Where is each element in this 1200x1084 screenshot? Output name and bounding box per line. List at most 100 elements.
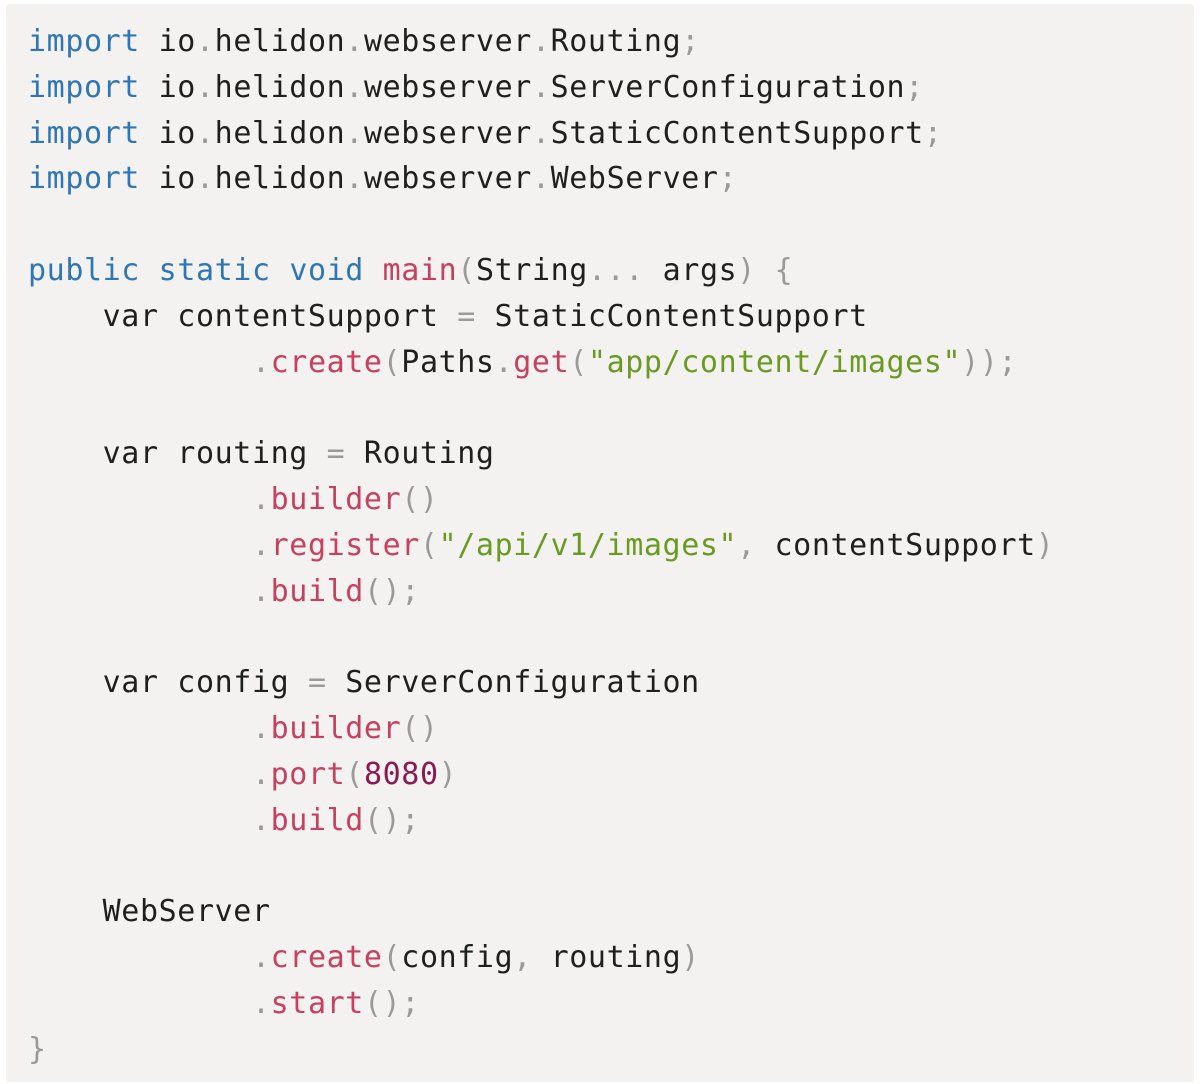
code-token: (	[569, 344, 588, 380]
code-token: ,	[513, 939, 532, 975]
code-token: webserver	[363, 24, 532, 59]
code-token: (	[419, 527, 439, 563]
code-line: ​	[28, 385, 1054, 431]
code-token: webserver	[363, 115, 532, 151]
code-token: .	[195, 115, 215, 151]
code-token: .	[251, 756, 271, 792]
code-token: ;	[923, 115, 943, 151]
code-line: .build();	[28, 569, 1054, 615]
code-line: .port(8080)	[28, 752, 1054, 798]
code-token: .	[251, 802, 271, 838]
code-token: import	[28, 69, 140, 105]
code-token: 8080	[363, 756, 439, 792]
code-line: import io.helidon.webserver.Routing;	[28, 19, 1054, 65]
code-token: }	[28, 1031, 47, 1067]
code-token: config	[401, 939, 514, 975]
code-token: .	[251, 481, 271, 517]
code-line: }	[28, 1027, 1054, 1073]
code-token: helidon	[214, 161, 346, 197]
code-token: ();	[363, 573, 420, 609]
code-token: ));	[961, 344, 1018, 380]
code-line: public static void main(String... args) …	[28, 248, 1054, 294]
code-token: ;	[718, 161, 738, 197]
code-token: (	[345, 756, 364, 792]
code-token: .	[251, 344, 271, 380]
code-token: build	[270, 802, 364, 838]
code-token: import	[28, 24, 140, 59]
code-token: .	[251, 573, 271, 609]
code-token: .	[195, 24, 215, 59]
code-token: .	[345, 161, 364, 197]
code-token: ()	[401, 481, 439, 517]
code-token: ;	[905, 69, 924, 105]
code-token: )	[681, 939, 700, 975]
code-token: WebServer	[550, 161, 719, 197]
code-token: "/api/v1/images"	[438, 527, 738, 563]
code-token: port	[270, 756, 346, 792]
code-token: contentSupport	[755, 527, 1036, 563]
code-token: (	[382, 344, 402, 380]
code-snippet-panel: import io.helidon.webserver.Routing;impo…	[6, 4, 1194, 1082]
code-token: Routing	[345, 436, 495, 472]
code-token	[271, 253, 290, 288]
code-token: (	[382, 939, 402, 975]
code-line: .register("/api/v1/images", contentSuppo…	[28, 523, 1054, 569]
code-token: .	[195, 161, 215, 197]
code-token: start	[270, 985, 364, 1021]
code-token: io	[139, 115, 196, 151]
code-token: .	[251, 939, 271, 975]
code-token: ();	[363, 802, 420, 838]
code-token: {	[774, 252, 794, 288]
code-token: webserver	[363, 161, 532, 197]
code-token: import	[28, 115, 140, 151]
code-line: .create(Paths.get("app/content/images"))…	[28, 340, 1054, 386]
code-token: )	[737, 252, 756, 288]
code-line: .builder()	[28, 477, 1054, 523]
code-token: helidon	[214, 115, 346, 151]
code-token: helidon	[214, 69, 346, 105]
code-token: static	[158, 252, 271, 288]
code-token: helidon	[214, 24, 346, 59]
code-line: var contentSupport = StaticContentSuppor…	[28, 294, 1054, 340]
code-token: ()	[401, 710, 439, 746]
code-token: webserver	[363, 69, 532, 105]
code-line: ​	[28, 202, 1054, 248]
code-block: import io.helidon.webserver.Routing;impo…	[28, 19, 1054, 1072]
code-token: ();	[363, 985, 420, 1021]
code-line: import io.helidon.webserver.WebServer;	[28, 156, 1054, 202]
code-token: main	[382, 252, 458, 288]
code-token: .	[251, 985, 271, 1021]
code-token	[28, 757, 252, 792]
code-token: ServerConfiguration	[550, 69, 906, 105]
code-token: (	[457, 252, 476, 288]
code-token: .	[195, 69, 215, 105]
code-token: var contentSupport	[28, 298, 458, 334]
code-token: public	[28, 252, 140, 288]
code-token: register	[270, 527, 420, 563]
code-token: .	[494, 344, 514, 380]
code-token: var routing	[28, 436, 327, 472]
code-token	[28, 711, 252, 746]
code-token: ,	[737, 527, 756, 563]
code-token: io	[139, 161, 196, 197]
code-token: .	[531, 24, 551, 59]
code-token	[28, 574, 252, 609]
code-token: .	[345, 69, 364, 105]
code-token: String	[475, 252, 588, 288]
code-token	[28, 345, 252, 380]
code-token: .	[531, 69, 551, 105]
code-token: ...	[587, 252, 644, 288]
code-token	[364, 253, 383, 288]
code-token: "app/content/images"	[587, 344, 962, 380]
code-line: .builder()	[28, 706, 1054, 752]
code-token	[28, 528, 252, 563]
code-token: void	[289, 252, 364, 288]
code-token: )	[438, 756, 458, 792]
code-token: get	[513, 344, 570, 380]
code-line: import io.helidon.webserver.ServerConfig…	[28, 65, 1054, 111]
code-token: .	[251, 710, 271, 746]
code-token: =	[307, 665, 327, 701]
code-token: routing	[531, 939, 682, 975]
code-token: )	[1035, 527, 1055, 563]
code-token	[756, 253, 775, 288]
